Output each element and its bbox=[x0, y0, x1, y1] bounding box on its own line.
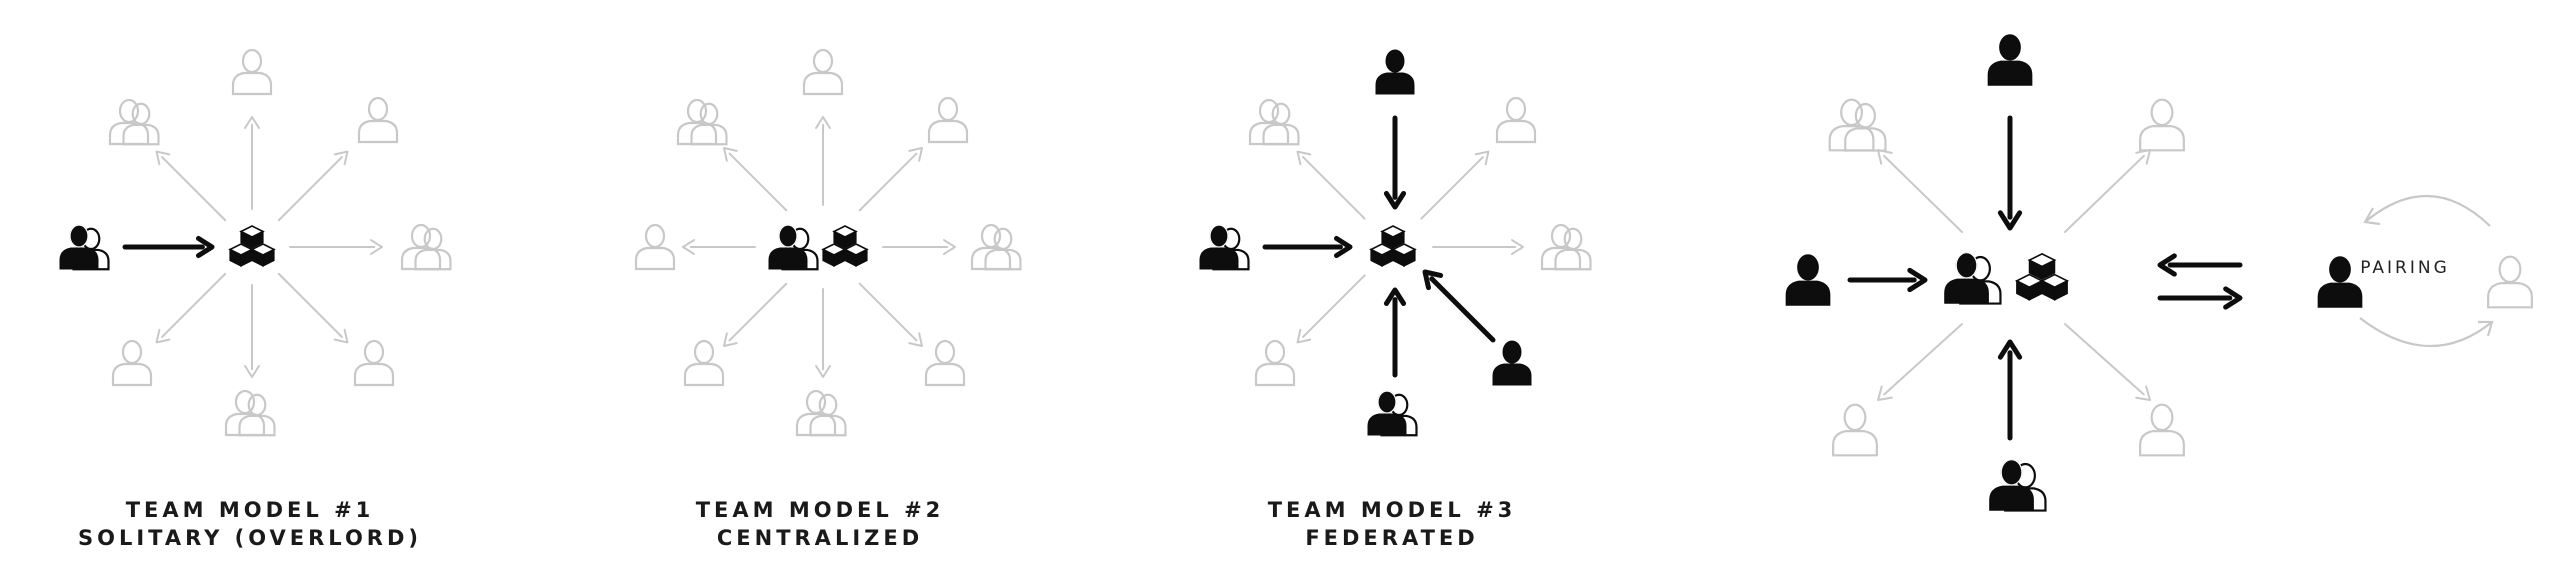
person-pair-icon bbox=[1989, 459, 2047, 512]
outgoing-arrow bbox=[882, 239, 956, 255]
outgoing-arrow bbox=[1877, 323, 1963, 401]
push-arrow bbox=[1847, 267, 1928, 293]
person-pair-icon bbox=[1540, 223, 1592, 271]
team-model-3-subtitle: FEDERATED bbox=[1305, 526, 1479, 550]
person-icon bbox=[924, 339, 966, 387]
outgoing-arrow bbox=[2064, 149, 2151, 233]
central-person-icon bbox=[768, 224, 819, 271]
person-pair-icon bbox=[1367, 390, 1418, 437]
center-cubes-icon bbox=[821, 225, 869, 267]
outgoing-arrow bbox=[277, 272, 349, 344]
person-icon bbox=[1375, 49, 1415, 95]
person-pair-icon bbox=[970, 223, 1022, 271]
push-arrow bbox=[122, 235, 215, 259]
outgoing-arrow bbox=[723, 147, 788, 212]
person-icon bbox=[1492, 340, 1532, 386]
person-icon bbox=[357, 96, 399, 144]
outgoing-arrow bbox=[2064, 323, 2151, 401]
person-icon bbox=[1785, 254, 1831, 306]
person-icon bbox=[683, 339, 725, 387]
outgoing-arrow bbox=[289, 239, 383, 255]
outgoing-arrow bbox=[155, 150, 227, 222]
team-model-4-diagram bbox=[1785, 34, 2243, 512]
person-icon bbox=[634, 223, 676, 271]
push-arrow bbox=[1997, 339, 2023, 441]
pair-driver-person-icon bbox=[2317, 256, 2363, 308]
outgoing-arrow bbox=[1420, 150, 1490, 220]
pairing-label: PAIRING bbox=[2360, 258, 2450, 278]
person-icon bbox=[1495, 96, 1537, 144]
outgoing-arrow bbox=[155, 272, 227, 344]
push-arrow bbox=[1383, 287, 1407, 378]
person-icon bbox=[802, 48, 844, 96]
person-icon bbox=[1254, 339, 1296, 387]
outgoing-arrow bbox=[244, 284, 260, 378]
push-arrow bbox=[1422, 269, 1496, 343]
person-pair-icon bbox=[795, 389, 847, 437]
outgoing-arrow bbox=[858, 147, 923, 212]
central-person-icon bbox=[1944, 252, 2002, 305]
outgoing-arrow bbox=[244, 116, 260, 210]
team-model-1-diagram bbox=[59, 48, 452, 437]
pairing-diagram: PAIRING bbox=[2317, 194, 2533, 348]
outgoing-arrow bbox=[1296, 274, 1366, 344]
center-cubes-icon bbox=[1369, 225, 1417, 267]
team-model-2-title: TEAM MODEL #2 bbox=[695, 498, 945, 522]
push-arrow bbox=[1997, 115, 2023, 231]
person-pair-icon bbox=[676, 98, 728, 146]
outgoing-arrow bbox=[723, 282, 788, 347]
push-arrow bbox=[1383, 115, 1407, 210]
person-pair-icon bbox=[108, 98, 160, 146]
overlord-person-icon bbox=[59, 224, 110, 271]
person-pair-icon bbox=[1248, 98, 1300, 146]
team-model-2-caption: TEAM MODEL #2 CENTRALIZED bbox=[560, 496, 1080, 552]
person-icon bbox=[111, 339, 153, 387]
team-model-2-subtitle: CENTRALIZED bbox=[716, 526, 924, 550]
curved-arrow-icon bbox=[2363, 194, 2491, 227]
team-model-1-subtitle: SOLITARY (OVERLORD) bbox=[78, 526, 422, 550]
team-model-2-diagram bbox=[634, 48, 1022, 437]
outgoing-arrow bbox=[277, 150, 349, 222]
person-icon bbox=[231, 48, 273, 96]
exchange-arrow bbox=[2157, 286, 2243, 310]
outgoing-arrow bbox=[682, 239, 756, 255]
team-model-1-caption: TEAM MODEL #1 SOLITARY (OVERLORD) bbox=[0, 496, 510, 552]
outgoing-arrow bbox=[858, 282, 923, 347]
person-icon bbox=[353, 339, 395, 387]
team-model-3-title: TEAM MODEL #3 bbox=[1267, 498, 1517, 522]
push-arrow bbox=[1262, 235, 1353, 259]
person-icon bbox=[1987, 34, 2033, 86]
person-icon bbox=[1832, 403, 1878, 457]
outgoing-arrow bbox=[1432, 239, 1524, 255]
outgoing-arrow bbox=[815, 288, 831, 378]
pair-navigator-person-icon bbox=[2487, 255, 2533, 309]
person-pair-icon bbox=[1199, 224, 1250, 271]
center-cubes-icon bbox=[228, 225, 276, 267]
team-model-3-caption: TEAM MODEL #3 FEDERATED bbox=[1132, 496, 1652, 552]
curved-arrow-icon bbox=[2359, 317, 2494, 348]
person-pair-icon bbox=[1828, 98, 1887, 152]
center-cubes-icon bbox=[2014, 252, 2070, 301]
outgoing-arrow bbox=[1877, 149, 1963, 233]
outgoing-arrow bbox=[815, 116, 831, 206]
person-icon bbox=[927, 96, 969, 144]
person-pair-icon bbox=[224, 389, 276, 437]
person-icon bbox=[2139, 403, 2185, 457]
exchange-arrow bbox=[2157, 253, 2243, 277]
person-icon bbox=[2139, 98, 2185, 152]
team-model-1-title: TEAM MODEL #1 bbox=[125, 498, 375, 522]
team-model-3-diagram bbox=[1199, 49, 1592, 437]
outgoing-arrow bbox=[1296, 150, 1366, 220]
person-pair-icon bbox=[400, 223, 452, 271]
